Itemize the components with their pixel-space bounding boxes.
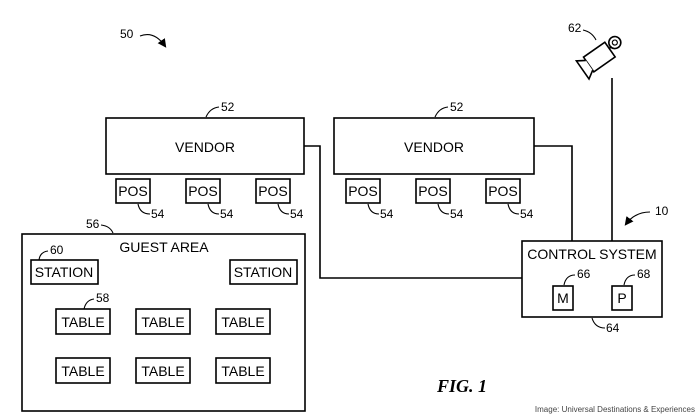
module-p-label: P <box>617 290 626 306</box>
vendor-label: VENDOR <box>175 139 235 155</box>
pos-label: POS <box>488 183 518 199</box>
pos-ref: 54 <box>151 207 165 221</box>
table-box <box>55 308 111 335</box>
pos-ref-leader <box>137 203 151 215</box>
control-system-box <box>521 240 663 318</box>
table-box <box>55 357 111 384</box>
table-ref-leader <box>83 298 95 310</box>
vendor-ref: 52 <box>450 100 464 114</box>
vendor-ref-leader <box>434 106 449 118</box>
pos-ref-leader <box>367 203 380 215</box>
guest-area: 56 GUEST AREA 60 STATION STATION 58 TABL… <box>21 217 306 412</box>
table-label: TABLE <box>141 363 184 379</box>
station-box <box>30 259 99 285</box>
vendor-box <box>333 117 535 175</box>
pos-box <box>415 178 451 204</box>
table-ref: 58 <box>96 291 110 305</box>
table-label: TABLE <box>221 363 264 379</box>
pos-ref: 54 <box>220 207 234 221</box>
table-box <box>135 308 191 335</box>
pos-label: POS <box>418 183 448 199</box>
pos-box <box>345 178 381 204</box>
table-label: TABLE <box>61 363 104 379</box>
pos-ref-leader <box>207 203 220 215</box>
pos-ref-leader <box>437 203 450 215</box>
pos-box <box>255 178 291 204</box>
control-bottom-ref-leader <box>591 317 606 329</box>
module-m-ref-leader <box>563 274 576 286</box>
module-p-ref-leader <box>623 274 636 286</box>
table-box <box>135 357 191 384</box>
module-m-box <box>552 285 574 311</box>
vendor-1: VENDOR 52 POS 54 POS 54 POS 54 <box>105 100 305 221</box>
vendor-ref-leader <box>205 106 220 118</box>
vendor-label: VENDOR <box>404 139 464 155</box>
camera-ref-leader <box>582 29 597 41</box>
control-bottom-ref: 64 <box>606 321 620 335</box>
camera: 62 <box>568 21 622 81</box>
control-system: 10 CONTROL SYSTEM M 66 P 68 64 <box>521 204 669 335</box>
vendor-box <box>105 117 305 175</box>
station-ref: 60 <box>50 243 64 257</box>
vendor2-to-control-wire <box>534 145 573 241</box>
pos-label: POS <box>348 183 378 199</box>
pos-ref: 54 <box>290 207 304 221</box>
guest-area-ref-leader <box>100 224 114 234</box>
table-label: TABLE <box>61 314 104 330</box>
vendor-ref: 52 <box>221 100 235 114</box>
pos-ref: 54 <box>520 207 534 221</box>
pos-ref: 54 <box>380 207 394 221</box>
module-m-ref: 66 <box>577 267 591 281</box>
station-label: STATION <box>234 264 293 280</box>
camera-icon <box>574 35 622 81</box>
module-m-label: M <box>557 290 569 306</box>
control-system-ref-arrow <box>624 211 651 226</box>
pos-label: POS <box>258 183 288 199</box>
module-p-ref: 68 <box>637 267 651 281</box>
station-label: STATION <box>35 264 94 280</box>
control-system-label: CONTROL SYSTEM <box>527 246 656 262</box>
table-box <box>215 357 271 384</box>
pos-label: POS <box>188 183 218 199</box>
pos-box <box>485 178 521 204</box>
pos-ref-leader <box>507 203 520 215</box>
station-ref-leader <box>38 250 49 261</box>
table-label: TABLE <box>221 314 264 330</box>
vendor1-to-control-wire <box>304 145 522 279</box>
pos-label: POS <box>118 183 148 199</box>
guest-area-ref: 56 <box>86 217 100 231</box>
vendor-2: VENDOR 52 POS 54 POS 54 POS 54 <box>333 100 535 221</box>
figure-caption: FIG. 1 <box>436 376 487 396</box>
table-box <box>215 308 271 335</box>
module-p-box <box>611 285 633 311</box>
system-ref: 50 <box>120 27 134 41</box>
pos-ref-leader <box>277 203 290 215</box>
camera-ref: 62 <box>568 21 582 35</box>
station-box <box>229 259 298 285</box>
control-system-ref: 10 <box>655 204 669 218</box>
pos-box <box>115 178 151 204</box>
image-credit: Image: Universal Destinations & Experien… <box>535 405 695 414</box>
pos-ref: 54 <box>450 207 464 221</box>
system-ref-arrow <box>139 33 167 48</box>
pos-box <box>185 178 221 204</box>
table-label: TABLE <box>141 314 184 330</box>
guest-area-label: GUEST AREA <box>119 239 209 255</box>
